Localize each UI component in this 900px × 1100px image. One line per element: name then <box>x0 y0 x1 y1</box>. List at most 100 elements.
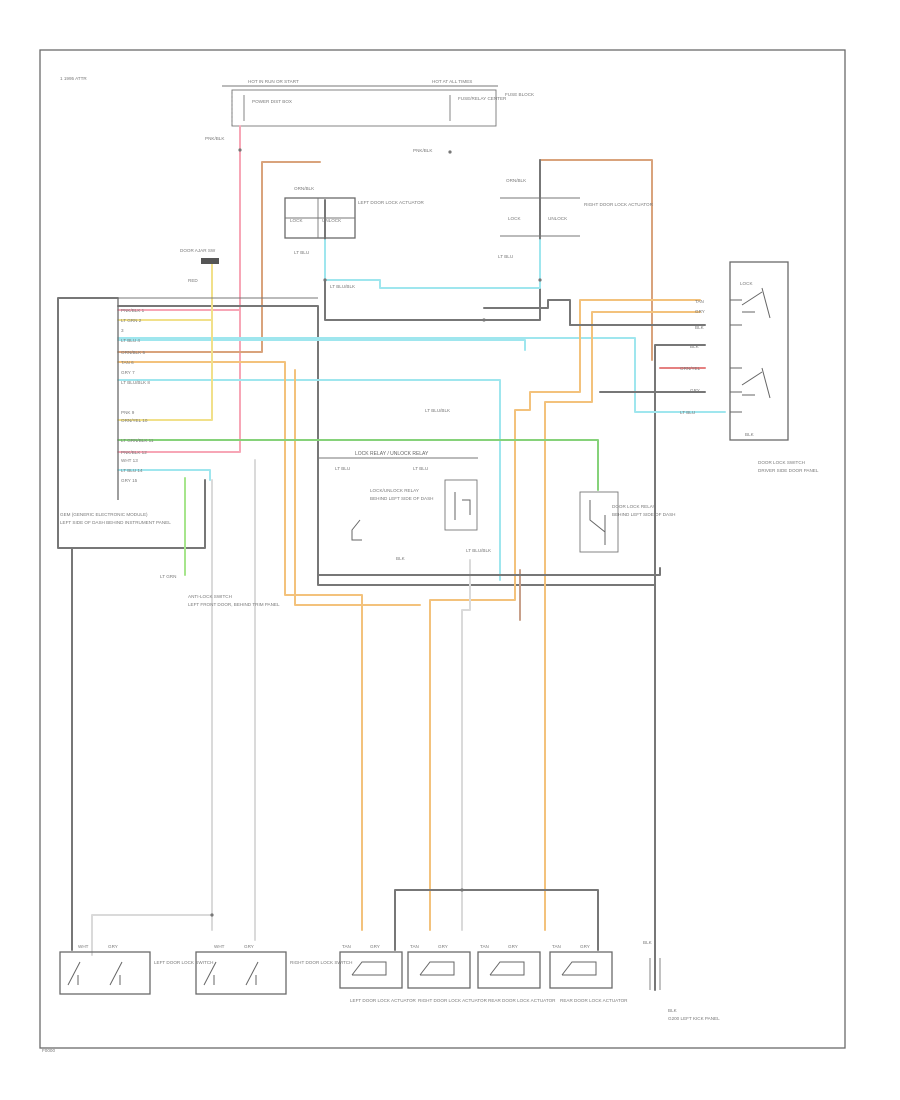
fuse-box: HOT IN RUN OR START HOT AT ALL TIMES POW… <box>205 79 535 153</box>
module-pin-label: PNK/BLK 12 <box>121 450 147 455</box>
svg-text:DOOR LOCK SWITCH: DOOR LOCK SWITCH <box>758 460 805 465</box>
svg-text:BEHIND LEFT SIDE OF DASH: BEHIND LEFT SIDE OF DASH <box>370 496 433 501</box>
svg-text:LT BLU/BLK: LT BLU/BLK <box>425 408 451 413</box>
left-door-actuator-top: LOCK UNLOCK LEFT DOOR LOCK ACTUATOR ORN/… <box>284 186 425 255</box>
svg-text:BLK: BLK <box>396 556 406 561</box>
right-door-actuator-top: LOCK UNLOCK RIGHT DOOR LOCK ACTUATOR ORN… <box>330 178 654 289</box>
module-pin-label: ORN/YEL 10 <box>121 418 148 423</box>
module-pin-label: LT GRN 2 <box>121 318 142 323</box>
svg-text:DOOR AJAR SW: DOOR AJAR SW <box>180 248 216 253</box>
svg-text:FUSE/RELAY CENTER: FUSE/RELAY CENTER <box>458 96 507 101</box>
actuator-label: LEFT DOOR LOCK ACTUATOR <box>350 998 417 1003</box>
svg-text:BLK: BLK <box>745 432 755 437</box>
svg-text:TAN: TAN <box>695 299 704 304</box>
svg-text:PNK/BLK: PNK/BLK <box>413 148 433 153</box>
actuator-wire-label: GRY <box>508 944 518 949</box>
svg-text:LT BLU: LT BLU <box>335 466 350 471</box>
module-pin-label: ORN/BLK 5 <box>121 350 145 355</box>
lower-switch-wire-label: WHT <box>78 944 89 949</box>
actuator-wire-label: TAN <box>480 944 489 949</box>
lower-switch-wire-label: WHT <box>214 944 225 949</box>
wire-cyan-5 <box>117 469 211 481</box>
wire-pink <box>117 125 241 453</box>
module-pin-label: LT GRN/BLK 11 <box>121 438 154 443</box>
svg-text:BLK: BLK <box>643 940 653 945</box>
svg-text:LT BLU/BLK: LT BLU/BLK <box>466 548 492 553</box>
wire-gray-top <box>324 159 541 321</box>
svg-text:LOCK RELAY / UNLOCK RELAY: LOCK RELAY / UNLOCK RELAY <box>355 451 429 457</box>
wire-gray-sq <box>394 889 599 951</box>
door-lock-relay: DOOR LOCK RELAY BEHIND LEFT SIDE OF DASH <box>579 491 675 553</box>
wire-cyan-1 <box>324 239 541 289</box>
svg-text:BLK: BLK <box>668 1008 678 1013</box>
door-ajar-connector: DOOR AJAR SW RED <box>180 248 219 283</box>
svg-text:ORN/BLK: ORN/BLK <box>506 178 527 183</box>
lower-left-labels: LT GRN ANTI-LOCK SWITCH LEFT FRONT DOOR,… <box>160 574 280 607</box>
svg-text:LT BLU: LT BLU <box>294 250 309 255</box>
module-pin-label: PNK/BLK 1 <box>121 308 145 313</box>
diagram-code: F0000 <box>42 1048 55 1053</box>
lower-switch-wire-label: GRY <box>244 944 254 949</box>
wire-white-3 <box>91 914 213 956</box>
diagram-border <box>39 49 846 1049</box>
svg-text:POWER DIST BOX: POWER DIST BOX <box>252 99 292 104</box>
svg-text:GRY: GRY <box>695 309 705 314</box>
module-pin-label: GRY 7 <box>121 370 135 375</box>
wire-orange-right-top <box>539 159 653 361</box>
actuator-label: REAR DOOR LOCK ACTUATOR <box>560 998 628 1003</box>
lower-switch-label: LEFT DOOR LOCK SWITCH <box>154 960 213 965</box>
lower-door-lock-switch: WHT GRY LEFT DOOR LOCK SWITCH <box>59 944 213 995</box>
module-pin-label: LT BLU 4 <box>121 338 140 343</box>
svg-text:LT BLU: LT BLU <box>680 410 695 415</box>
actuator-wire-label: GRY <box>580 944 590 949</box>
wire-orange-4 <box>294 369 421 606</box>
wire-module-bottom <box>317 567 661 576</box>
svg-text:ORN/BLK: ORN/BLK <box>294 186 315 191</box>
lower-door-lock-switch: WHT GRY RIGHT DOOR LOCK SWITCH <box>195 944 352 995</box>
svg-text:LT BLU: LT BLU <box>413 466 428 471</box>
actuator-label: RIGHT DOOR LOCK ACTUATOR <box>418 998 488 1003</box>
ground-point: BLK BLK G200 LEFT KICK PANEL <box>643 940 720 1021</box>
svg-text:LEFT FRONT DOOR, BEHIND TRIM P: LEFT FRONT DOOR, BEHIND TRIM PANEL <box>188 602 280 607</box>
wire-cyan-4 <box>117 379 501 581</box>
svg-text:DRIVER SIDE DOOR PANEL: DRIVER SIDE DOOR PANEL <box>758 468 819 473</box>
module-pin-label: LT BLU 14 <box>121 468 143 473</box>
svg-text:DOOR LOCK RELAY: DOOR LOCK RELAY <box>612 504 656 509</box>
relay-module: LOCK RELAY / UNLOCK RELAY LOCK/UNLOCK RE… <box>318 408 492 561</box>
wire-yellow <box>117 261 213 421</box>
wire-cyan-3 <box>117 337 726 413</box>
wire-tan-left <box>117 161 321 353</box>
svg-text:LOCK/UNLOCK RELAY: LOCK/UNLOCK RELAY <box>370 488 419 493</box>
svg-text:G200 LEFT KICK PANEL: G200 LEFT KICK PANEL <box>668 1016 720 1021</box>
module-pin-label: TAN 6 <box>121 360 134 365</box>
actuator-label: REAR DOOR LOCK ACTUATOR <box>488 998 556 1003</box>
svg-text:LT GRN: LT GRN <box>160 574 176 579</box>
wire-gray-module-left <box>57 297 206 549</box>
wire-green <box>117 439 599 491</box>
module-pin-label: 3 <box>121 328 124 333</box>
module-pin-label: GRY 15 <box>121 478 138 483</box>
wire-gray-main <box>117 305 706 586</box>
module-pin-label: WHT 13 <box>121 458 138 463</box>
svg-text:UNLOCK: UNLOCK <box>548 216 568 221</box>
actuator-wire-label: TAN <box>342 944 351 949</box>
svg-text:LOCK: LOCK <box>508 216 521 221</box>
door-lock-switch-right: LOCK BLK DOOR LOCK SWITCH DRIVER SIDE DO… <box>729 261 819 473</box>
lower-switch-label: RIGHT DOOR LOCK SWITCH <box>290 960 352 965</box>
svg-text:FUSE BLOCK: FUSE BLOCK <box>505 92 535 97</box>
svg-text:PNK/BLK: PNK/BLK <box>205 136 225 141</box>
wire-white-4 <box>461 559 471 931</box>
wire-orange-1 <box>117 361 363 931</box>
svg-text:GRY: GRY <box>690 388 700 393</box>
module-pin-label: LT BLU/BLK 8 <box>121 380 150 385</box>
svg-text:ORN/YEL: ORN/YEL <box>680 366 701 371</box>
svg-text:LT BLU/BLK: LT BLU/BLK <box>330 284 356 289</box>
svg-text:BLK: BLK <box>690 344 700 349</box>
lower-switches: WHT GRY LEFT DOOR LOCK SWITCH WHT GRY RIGHT D… <box>59 944 352 995</box>
lower-switch-wire-label: GRY <box>108 944 118 949</box>
svg-text:LEFT DOOR LOCK ACTUATOR: LEFT DOOR LOCK ACTUATOR <box>358 200 425 205</box>
